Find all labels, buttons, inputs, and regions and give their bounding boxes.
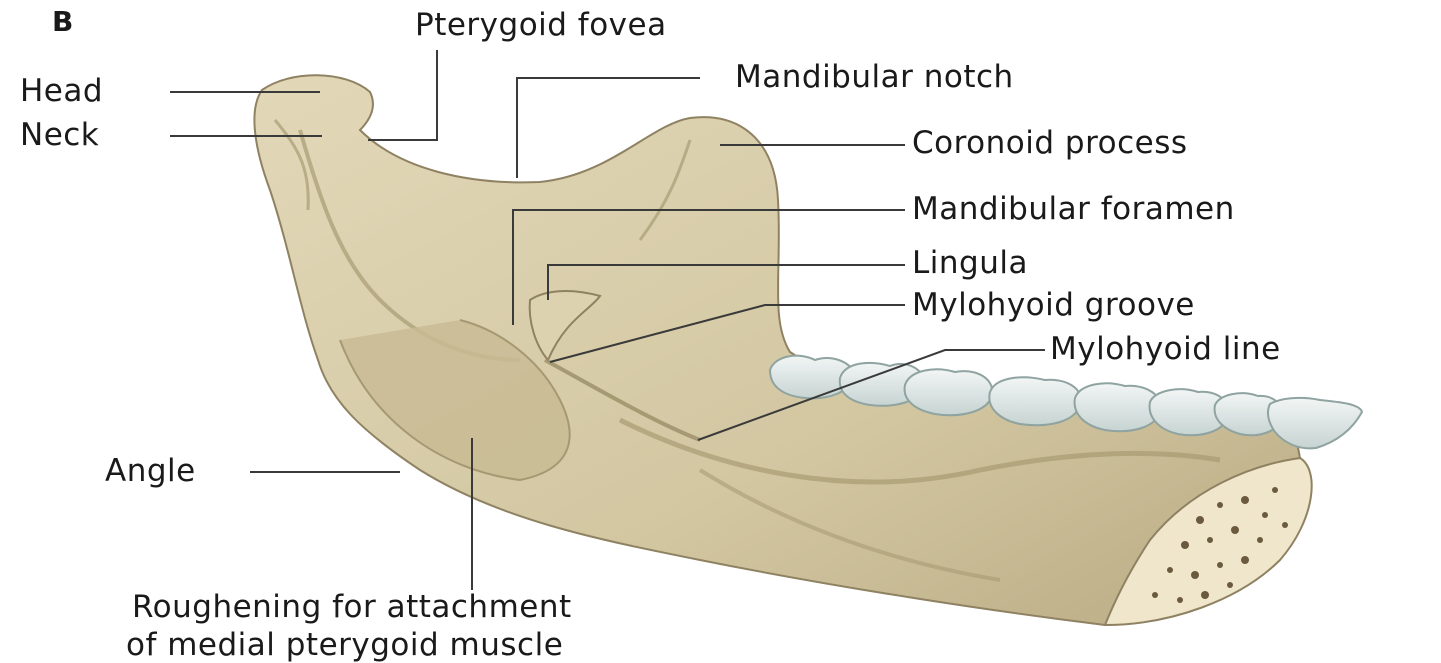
label-roughening-line2: of medial pterygoid muscle [126,630,563,661]
label-coronoid-process: Coronoid process [912,128,1188,159]
label-pterygoid-fovea: Pterygoid fovea [415,10,667,41]
label-mandibular-foramen: Mandibular foramen [912,194,1235,225]
panel-letter: B [52,8,74,36]
label-mylohyoid-line: Mylohyoid line [1050,334,1281,365]
label-mandibular-notch: Mandibular notch [735,62,1014,93]
leader-pterygoid-fovea [368,50,437,140]
label-lingula: Lingula [912,248,1028,279]
label-mylohyoid-groove: Mylohyoid groove [912,290,1195,321]
label-neck: Neck [20,120,99,151]
label-angle: Angle [105,456,196,487]
label-roughening-line1: Roughening for attachment [132,592,572,623]
label-head: Head [20,76,103,107]
